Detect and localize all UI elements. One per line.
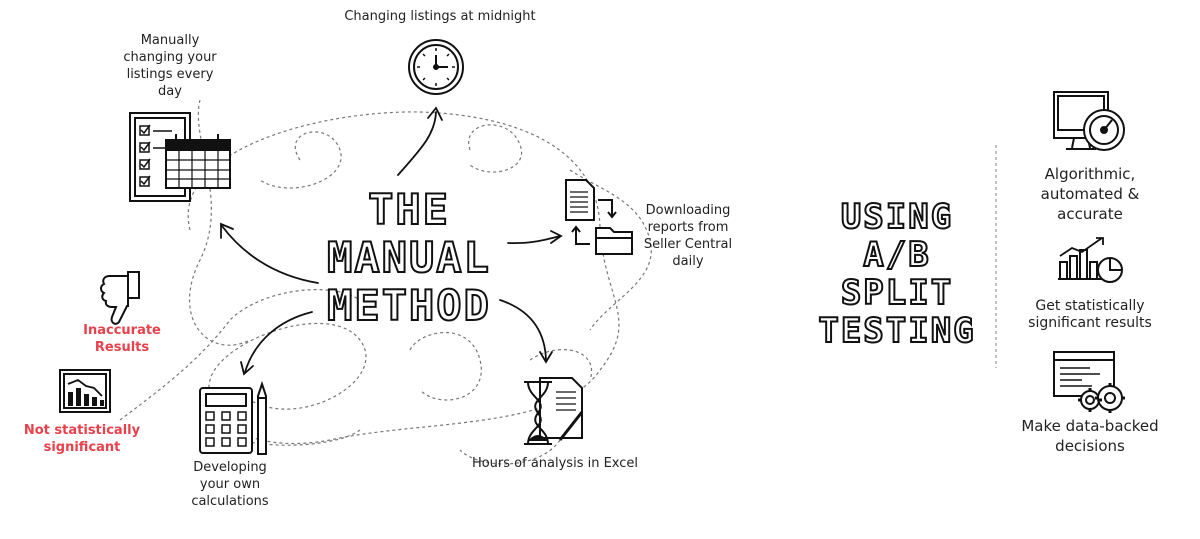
main-title-line-2: MANUAL [326, 233, 491, 283]
label-midnight-text: Changing listings at midnight [344, 9, 536, 24]
label-calc-line-1: Developing [193, 460, 267, 475]
main-title-line-1: THE [367, 185, 450, 235]
documents-transfer-icon [565, 179, 633, 255]
label-reports-line-1: Downloading [645, 203, 731, 218]
dashed-loop-lines [119, 99, 652, 465]
benefit-algorithmic-line-1: Algorithmic, [1044, 165, 1136, 183]
bar-pie-chart-icon [1058, 237, 1123, 283]
label-inaccurate-line-1: Inaccurate [83, 323, 161, 338]
calculator-pen-icon [199, 380, 267, 455]
label-daily-line-3: listings every [126, 67, 214, 82]
label-reports-line-4: daily [672, 254, 704, 269]
benefit-statistical-line-1: Get statistically [1035, 298, 1145, 314]
side-title: USING A/B SPLIT TESTING [812, 197, 982, 351]
side-title-line-4: TESTING [817, 311, 976, 351]
label-midnight: Changing listings at midnight [340, 8, 540, 25]
benefit-decisions-line-1: Make data-backed [1021, 417, 1159, 435]
label-daily-line-2: changing your [123, 50, 217, 65]
label-calc-line-2: your own [199, 477, 261, 492]
label-calc-line-3: calculations [191, 494, 269, 509]
label-inaccurate-line-2: Results [94, 340, 150, 355]
benefit-statistical-line-2: significant results [1028, 315, 1152, 331]
arrows [220, 106, 563, 376]
label-not-significant: Not statistically significant [22, 422, 142, 456]
hourglass-document-icon [524, 377, 584, 445]
benefit-algorithmic: Algorithmic, automated & accurate [1010, 164, 1170, 224]
label-daily-line-1: Manually [140, 33, 200, 48]
main-title-line-3: METHOD [326, 281, 491, 331]
label-daily-line-4: day [158, 84, 182, 99]
label-reports: Downloading reports from Seller Central … [638, 202, 738, 270]
side-title-line-2: A/B [862, 235, 931, 275]
clock-icon [408, 39, 464, 95]
side-title-line-1: USING [840, 197, 954, 237]
benefit-decisions-line-2: decisions [1055, 437, 1125, 455]
declining-chart-icon [59, 369, 111, 413]
label-daily: Manually changing your listings every da… [115, 32, 225, 100]
label-reports-line-3: Seller Central [643, 237, 733, 252]
label-reports-line-2: reports from [647, 220, 729, 235]
benefit-decisions: Make data-backed decisions [1005, 416, 1175, 456]
label-calc: Developing your own calculations [175, 459, 285, 510]
monitor-gauge-icon [1053, 91, 1125, 151]
label-not-significant-line-2: significant [43, 440, 121, 455]
benefit-algorithmic-line-3: accurate [1057, 205, 1123, 223]
label-excel-text: Hours of analysis in Excel [471, 456, 639, 471]
label-not-significant-line-1: Not statistically [23, 423, 141, 438]
label-excel: Hours of analysis in Excel [460, 455, 650, 472]
main-title: THE MANUAL METHOD [300, 185, 518, 331]
checklist-calendar-icon [129, 112, 231, 202]
benefit-algorithmic-line-2: automated & [1040, 185, 1140, 203]
benefit-statistical: Get statistically significant results [1005, 298, 1175, 332]
dashboard-gears-icon [1053, 351, 1125, 413]
thumbs-down-icon [100, 271, 140, 325]
label-inaccurate: Inaccurate Results [72, 322, 172, 356]
side-title-line-3: SPLIT [840, 273, 954, 313]
